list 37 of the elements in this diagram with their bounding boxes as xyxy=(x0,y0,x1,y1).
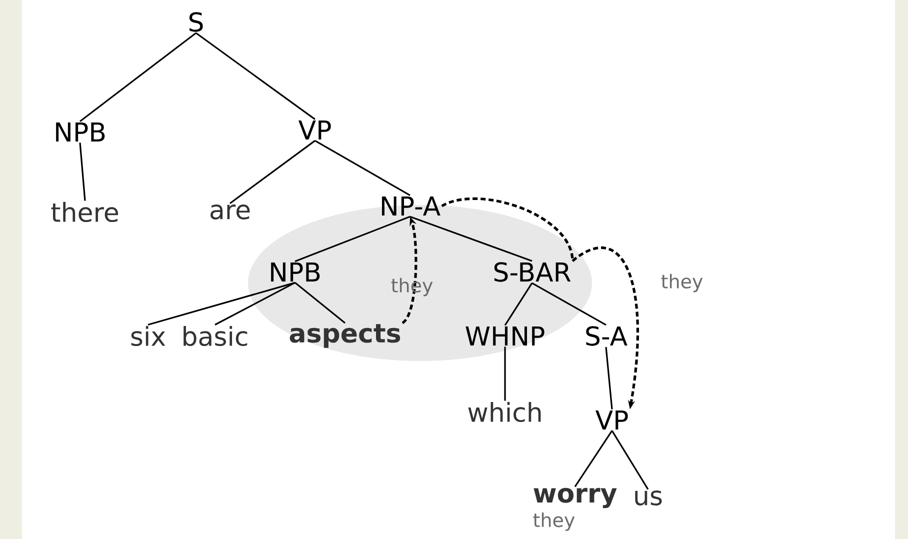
category-label: NPB xyxy=(56,122,105,142)
tree-branch xyxy=(148,282,296,326)
category-label: S xyxy=(189,12,203,32)
category-label: NPB xyxy=(271,262,320,282)
tree-branch xyxy=(230,140,316,204)
category-label: S-A xyxy=(586,326,628,346)
word: six xyxy=(131,326,166,346)
category-label: S-BAR xyxy=(494,262,571,282)
edge-label: they xyxy=(661,274,703,292)
category-label: NP-A xyxy=(382,196,440,216)
word: which xyxy=(468,402,541,422)
tree-branch xyxy=(504,282,533,326)
tree-branch xyxy=(294,216,410,262)
word: there xyxy=(51,202,118,222)
tree-branch xyxy=(294,282,346,324)
tree-branch xyxy=(314,140,410,196)
category-label: WHNP xyxy=(466,326,544,346)
edge-label: they xyxy=(391,278,433,296)
category-label: VP xyxy=(298,120,331,140)
tree-branch xyxy=(611,430,649,490)
tree-branch xyxy=(504,346,506,401)
tree-branch xyxy=(214,282,296,326)
tree-branch xyxy=(79,142,86,201)
tree-branch xyxy=(80,32,196,122)
tree-branch xyxy=(605,346,613,410)
tree-branch xyxy=(532,282,606,326)
category-label: VP xyxy=(595,410,628,430)
word: basic xyxy=(184,326,248,346)
word: are xyxy=(210,204,250,220)
annotation: they xyxy=(533,512,575,531)
tree-branch xyxy=(196,32,316,120)
word: worry xyxy=(534,488,617,508)
tree-branch xyxy=(410,216,532,262)
word: us xyxy=(635,490,662,506)
dashed-line xyxy=(441,198,574,262)
word: aspects xyxy=(290,324,400,348)
tree-branch xyxy=(574,430,613,488)
